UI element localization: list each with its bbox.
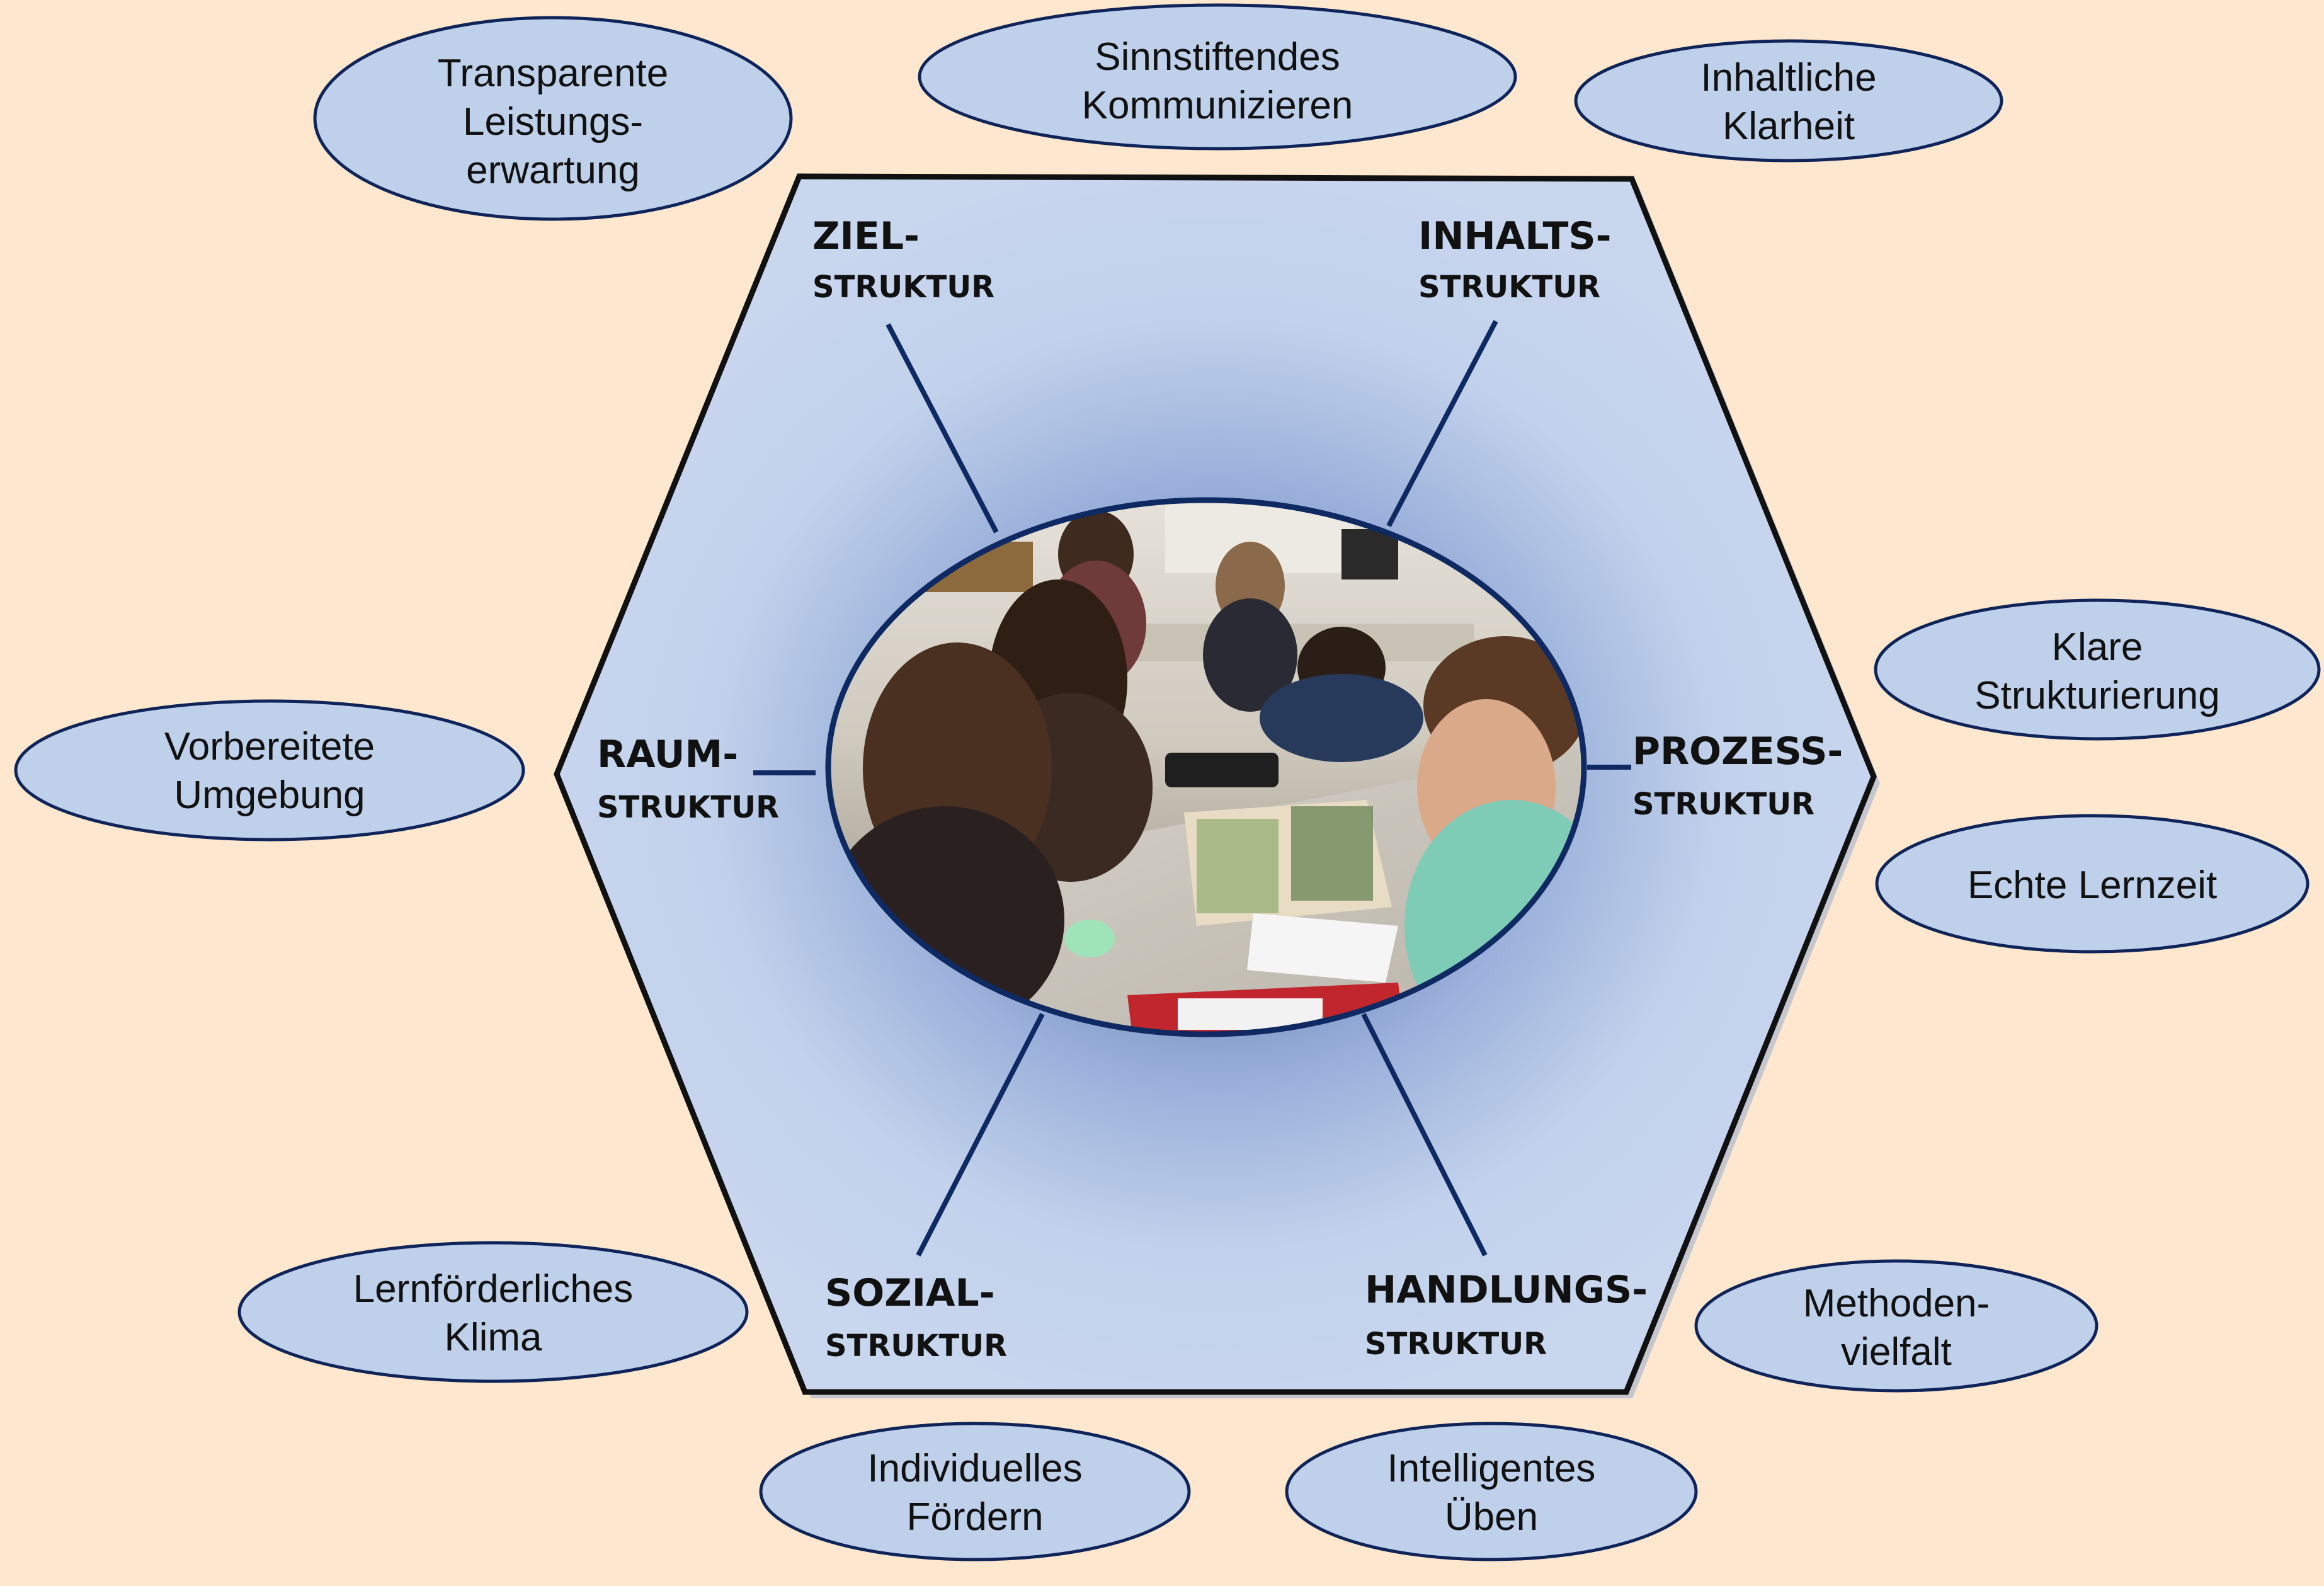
ellipse-vorbereitete-umgebung: Vorbereitete Umgebung [14,699,525,841]
spoke-inhalt [1386,320,1498,527]
ellipse-text-line: Echte Lernzeit [1968,864,2217,907]
ellipse-text-line: Intelligentes [1387,1447,1596,1490]
ellipse-text-line: Sinnstiftendes [1095,35,1340,79]
ellipse-text-line: Methoden- [1803,1282,1990,1325]
ellipse-inhaltliche-klarheit: Inhaltliche Klarheit [1574,39,2003,163]
label-sozial-sub: STRUKTUR [825,1328,1007,1364]
label-ziel: ZIEL- STRUKTUR [812,214,994,305]
label-raum: RAUM- STRUKTUR [597,733,779,825]
ellipse-klare-strukturierung: Klare Strukturierung [1874,598,2321,741]
label-inhalt: INHALTS- STRUKTUR [1418,214,1612,305]
spokes [753,320,1631,1257]
label-handlung-main: HANDLUNGS- [1365,1268,1648,1312]
label-handlung-sub: STRUKTUR [1365,1326,1547,1362]
ellipse-transparente-leistungserwartung: Transparente Leistungs- erwartung [313,16,793,221]
ellipse-text-line: Kommunizieren [1082,84,1353,127]
classroom-photo [825,497,1587,1037]
ellipse-text-line: Lernförderliches [353,1267,634,1311]
ellipse-intelligentes-ueben: Intelligentes Üben [1285,1422,1698,1561]
photo-frame [825,497,1587,1037]
ellipse-methodenvielfalt: Methoden- vielfalt [1694,1259,2099,1393]
ellipse-text-line: vielfalt [1841,1330,1952,1374]
ellipse-text-line: Individuelles [867,1447,1082,1490]
ellipse-text-line: Leistungs- [463,100,643,144]
label-ziel-sub: STRUKTUR [812,270,994,305]
label-sozial: SOZIAL- STRUKTUR [825,1271,1007,1364]
label-ziel-main: ZIEL- [812,214,920,258]
ellipse-sinnstiftendes-kommunizieren: Sinnstiftendes Kommunizieren [918,3,1517,151]
ellipse-text-line: Inhaltliche [1700,56,1876,100]
label-raum-main: RAUM- [597,733,738,777]
ellipse-text-line: Strukturierung [1974,674,2219,717]
ellipse-lernfoerderliches-klima: Lernförderliches Klima [237,1241,749,1383]
ellipse-text-line: Klare [2052,625,2143,669]
spoke-ziel [886,323,999,533]
ellipse-individuelles-foerdern: Individuelles Fördern [759,1422,1191,1561]
ellipse-echte-lernzeit: Echte Lernzeit [1875,814,2310,954]
ellipse-text-line: Fördern [906,1495,1043,1539]
spoke-sozial [916,1013,1045,1257]
label-prozess-sub: STRUKTUR [1632,787,1814,822]
label-prozess: PROZESS- STRUKTUR [1632,729,1843,822]
ellipse-text-line: Klima [444,1316,542,1359]
ellipse-text-line: erwartung [466,149,640,192]
label-inhalt-sub: STRUKTUR [1418,270,1600,305]
ellipse-text-line: Klarheit [1723,105,1855,148]
label-handlung: HANDLUNGS- STRUKTUR [1365,1268,1648,1362]
ellipse-text-line: Üben [1445,1495,1538,1539]
label-sozial-main: SOZIAL- [825,1271,995,1315]
ellipse-text-line: Umgebung [174,773,365,817]
spoke-handlung [1361,1013,1488,1257]
ellipse-text-line: Vorbereitete [164,725,375,768]
ellipse-text-line: Transparente [438,52,668,95]
label-raum-sub: STRUKTUR [597,790,779,825]
label-inhalt-main: INHALTS- [1418,214,1612,258]
label-prozess-main: PROZESS- [1632,729,1843,773]
